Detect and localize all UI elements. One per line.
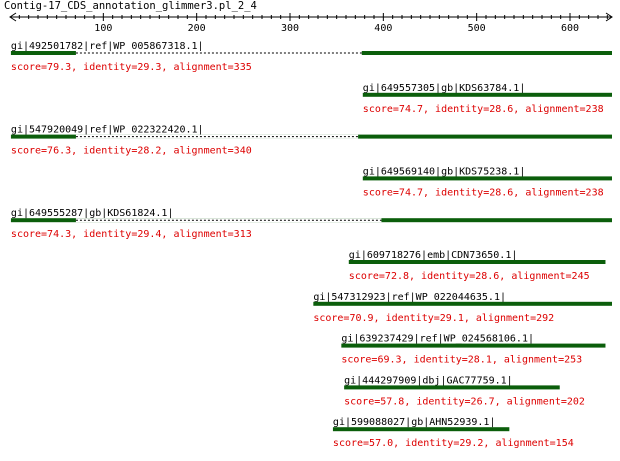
axis-left-arrow xyxy=(9,12,17,22)
hit-row: gi|649569140|gb|KDS75238.1| score=74.7, i… xyxy=(362,166,612,198)
hit-label: gi|547312923|ref|WP_022044635.1| xyxy=(313,292,506,303)
hit-label: gi|639237429|ref|WP_024568106.1| xyxy=(341,334,534,345)
axis-tick-label: 500 xyxy=(468,23,486,34)
diagram-title: Contig-17_CDS_annotation_glimmer3.pl_2_4 xyxy=(4,0,257,12)
hit-score-text: score=70.9, identity=29.1, alignment=292 xyxy=(313,313,554,324)
hit-label: gi|649557305|gb|KDS63784.1| xyxy=(363,83,526,94)
hit-alignment-bar xyxy=(381,218,612,223)
hit-row: gi|547920049|ref|WP_022322420.1| score=76… xyxy=(10,125,612,157)
hit-label: gi|649555287|gb|KDS61824.1| xyxy=(11,208,174,219)
hit-score-text: score=74.7, identity=28.6, alignment=238 xyxy=(363,187,604,198)
hit-score-text: score=79.3, identity=29.3, alignment=335 xyxy=(11,62,252,73)
hit-label: gi|649569140|gb|KDS75238.1| xyxy=(363,166,526,177)
axis-right-arrow xyxy=(605,12,613,22)
axis-tick-label: 200 xyxy=(188,23,206,34)
hit-label: gi|492501782|ref|WP_005867318.1| xyxy=(11,41,204,52)
hit-row: gi|492501782|ref|WP_005867318.1| score=79… xyxy=(10,41,612,73)
hit-alignment-bar xyxy=(362,92,612,97)
hit-label: gi|547920049|ref|WP_022322420.1| xyxy=(11,125,204,136)
hit-score-text: score=57.8, identity=26.7, alignment=202 xyxy=(344,396,585,407)
hit-row: gi|649555287|gb|KDS61824.1| score=74.3, i… xyxy=(10,208,612,240)
hit-score-text: score=74.7, identity=28.6, alignment=238 xyxy=(363,104,604,115)
hit-label: gi|599088027|gb|AHN52939.1| xyxy=(333,417,496,428)
hit-label: gi|609718276|emb|CDN73650.1| xyxy=(349,250,518,261)
hit-alignment-bar xyxy=(348,260,606,264)
axis-tick-label: 400 xyxy=(374,23,392,34)
hit-row: gi|599088027|gb|AHN52939.1| score=57.0, i… xyxy=(332,417,574,449)
hit-row: gi|639237429|ref|WP_024568106.1| score=69… xyxy=(341,334,606,366)
hit-label: gi|444297909|dbj|GAC77759.1| xyxy=(344,375,513,386)
axis-tick-label: 600 xyxy=(561,23,579,34)
hit-score-text: score=72.8, identity=28.6, alignment=245 xyxy=(349,271,590,282)
hit-alignment-bar xyxy=(362,176,612,181)
position-axis: 100 200 300 400 500 600 xyxy=(9,12,613,34)
hit-row: gi|444297909|dbj|GAC77759.1| score=57.8, … xyxy=(344,375,585,407)
hit-alignment-bar xyxy=(341,343,606,348)
hit-score-text: score=76.3, identity=28.2, alignment=340 xyxy=(11,146,252,157)
hit-score-text: score=57.0, identity=29.2, alignment=154 xyxy=(333,438,574,449)
hit-alignment-bar xyxy=(361,51,612,55)
hit-row: gi|609718276|emb|CDN73650.1| score=72.8, … xyxy=(348,250,606,282)
hit-list: gi|492501782|ref|WP_005867318.1| score=79… xyxy=(10,41,612,449)
hit-alignment-bar xyxy=(358,134,612,139)
hit-row: gi|547312923|ref|WP_022044635.1| score=70… xyxy=(313,292,612,324)
hit-alignment-bar xyxy=(332,427,510,432)
axis-tick-label: 100 xyxy=(94,23,112,34)
hit-alignment-bar xyxy=(344,385,560,390)
hit-alignment-bar xyxy=(313,301,612,306)
axis-tick-label: 300 xyxy=(281,23,299,34)
hit-row: gi|649557305|gb|KDS63784.1| score=74.7, i… xyxy=(362,83,612,115)
hit-score-text: score=69.3, identity=28.1, alignment=253 xyxy=(341,355,582,366)
hit-score-text: score=74.3, identity=29.4, alignment=313 xyxy=(11,229,252,240)
